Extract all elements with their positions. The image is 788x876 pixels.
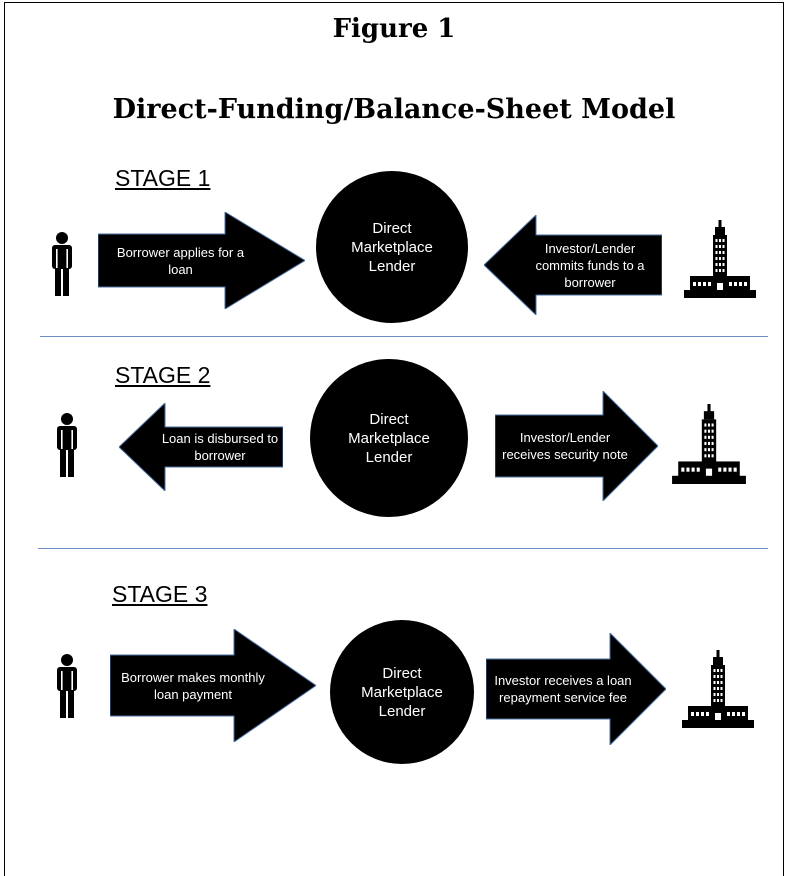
arrow-text: Loan is disbursed to borrower	[161, 431, 279, 463]
figure-label: Figure 1	[332, 14, 456, 44]
building-icon	[672, 404, 746, 489]
lender-circle: Direct Marketplace Lender	[316, 171, 468, 323]
stage-2-label: STAGE 2	[115, 362, 211, 388]
lender-label: Direct Marketplace Lender	[361, 664, 443, 720]
building-icon	[682, 650, 754, 733]
person-icon	[50, 232, 74, 301]
stage-divider	[40, 336, 768, 337]
stage-1-borrower-arrow: Borrower applies for a loan	[98, 212, 305, 309]
arrow-text: Investor receives a loan repayment servi…	[494, 673, 632, 705]
figure-frame	[4, 2, 784, 876]
arrow-text: Investor/Lender commits funds to a borro…	[535, 240, 645, 290]
stage-1-label: STAGE 1	[115, 165, 211, 191]
lender-circle: Direct Marketplace Lender	[330, 620, 474, 764]
lender-label: Direct Marketplace Lender	[348, 410, 430, 466]
stage-3-label: STAGE 3	[112, 581, 208, 607]
diagram-title: Direct-Funding/Balance-Sheet Model	[112, 94, 676, 125]
stage-2-investor-arrow: Investor/Lender receives security note	[495, 391, 658, 501]
arrow-text: Investor/Lender receives security note	[502, 430, 628, 462]
stage-3-investor-arrow: Investor receives a loan repayment servi…	[486, 633, 666, 745]
person-icon	[55, 654, 79, 723]
arrow-text: Borrower applies for a loan	[116, 244, 245, 277]
stage-divider	[38, 548, 768, 549]
building-icon	[684, 220, 756, 303]
person-icon	[55, 413, 79, 482]
lender-label: Direct Marketplace Lender	[351, 219, 433, 275]
arrow-text: Borrower makes monthly loan payment	[121, 669, 265, 702]
lender-circle: Direct Marketplace Lender	[310, 359, 468, 517]
stage-1-investor-arrow: Investor/Lender commits funds to a borro…	[484, 215, 662, 315]
stage-3-borrower-arrow: Borrower makes monthly loan payment	[110, 629, 316, 742]
stage-2-borrower-arrow: Loan is disbursed to borrower	[119, 403, 283, 491]
